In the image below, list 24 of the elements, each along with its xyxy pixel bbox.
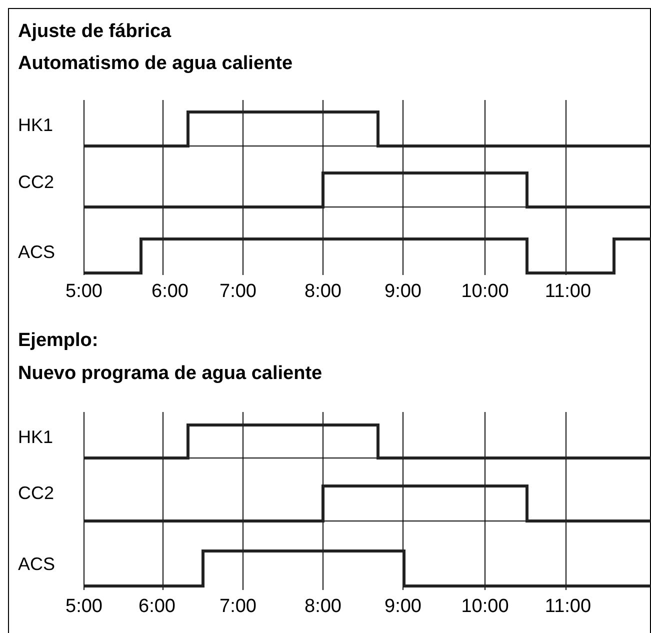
time-tick-label: 11:00 (544, 281, 592, 303)
section-heading: Automatismo de agua caliente (18, 52, 293, 76)
time-tick-label: 7:00 (218, 596, 258, 618)
signal-name: ACS (18, 553, 56, 575)
time-tick-label: 9:00 (384, 281, 422, 303)
time-tick-label: 5:00 (64, 596, 104, 618)
section-heading: Ajuste de fábrica (18, 20, 172, 44)
time-tick-label: 10:00 (460, 281, 510, 303)
signal-name: HK1 (18, 114, 54, 136)
time-tick-label: 8:00 (304, 596, 342, 618)
time-tick-label: 6:00 (138, 596, 176, 618)
time-tick-label: 6:00 (150, 281, 190, 303)
time-tick-label: 7:00 (218, 281, 258, 303)
time-tick-label: 11:00 (544, 596, 592, 618)
time-tick-label: 8:00 (304, 281, 342, 303)
time-tick-label: 10:00 (460, 596, 510, 618)
signal-name: HK1 (18, 426, 54, 448)
time-tick-label: 5:00 (64, 281, 104, 303)
time-tick-label: 9:00 (384, 596, 422, 618)
section-heading: Nuevo programa de agua caliente (18, 362, 322, 386)
signal-name: CC2 (18, 171, 54, 193)
section-heading: Ejemplo: (18, 329, 98, 353)
signal-name: CC2 (18, 482, 54, 504)
signal-name: ACS (18, 241, 56, 263)
